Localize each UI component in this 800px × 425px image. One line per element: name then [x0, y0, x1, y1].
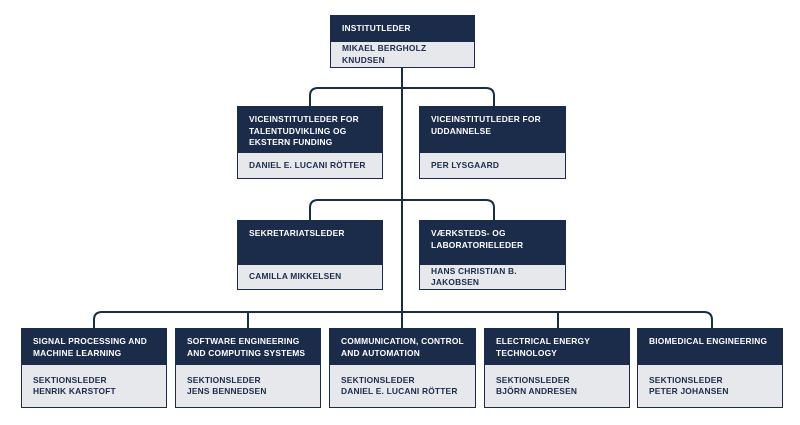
section-software-engineering-leader: SEKTIONSLEDER JENS BENNEDSEN [176, 365, 320, 407]
secretariat-box: SEKRETARIATSLEDER CAMILLA MIKKELSEN [237, 220, 383, 290]
section-biomedical-engineering-leader: SEKTIONSLEDER PETER JOHANSEN [638, 365, 782, 407]
section-software-engineering-box: SOFTWARE ENGINEERING AND COMPUTING SYSTE… [175, 328, 321, 408]
institutleder-name-text: MIKAEL BERGHOLZ KNUDSEN [342, 43, 427, 65]
vice-left-box: VICEINSTITUTLEDER FOR TALENTUDVIKLING OG… [237, 106, 383, 179]
workshop-box: VÆRKSTEDS- OG LABORATORIELEDER HANS CHRI… [419, 220, 566, 290]
section-leader-name: JENS BENNEDSEN [187, 386, 267, 396]
vice-left-name-text: DANIEL E. LUCANI RÖTTER [249, 159, 366, 170]
section-role: SEKTIONSLEDER [33, 374, 107, 385]
institutleder-box: INSTITUTLEDER MIKAEL BERGHOLZ KNUDSEN [330, 15, 475, 68]
institutleder-title: INSTITUTLEDER [331, 16, 474, 42]
vice-branch-line [309, 87, 495, 106]
sections-branch-line [93, 311, 713, 328]
institutleder-name: MIKAEL BERGHOLZ KNUDSEN [331, 42, 474, 67]
section-leader-name: DANIEL E. LUCANI RÖTTER [341, 386, 458, 396]
workshop-title: VÆRKSTEDS- OG LABORATORIELEDER [420, 221, 565, 265]
vice-right-title: VICEINSTITUTLEDER FOR UDDANNELSE [420, 107, 565, 153]
section-leader-name: HENRIK KARSTOFT [33, 386, 116, 396]
section-communication-control-box: COMMUNICATION, CONTROL AND AUTOMATION SE… [329, 328, 476, 408]
section-software-engineering-title: SOFTWARE ENGINEERING AND COMPUTING SYSTE… [176, 329, 320, 365]
section-signal-processing-box: SIGNAL PROCESSING AND MACHINE LEARNING S… [21, 328, 167, 408]
section-signal-processing-leader: SEKTIONSLEDER HENRIK KARSTOFT [22, 365, 166, 407]
section-role: SEKTIONSLEDER [496, 374, 570, 385]
section-biomedical-engineering-box: BIOMEDICAL ENGINEERING SEKTIONSLEDER PET… [637, 328, 783, 408]
section-communication-control-title: COMMUNICATION, CONTROL AND AUTOMATION [330, 329, 475, 365]
section-leader-name: BJÖRN ANDRESEN [496, 386, 578, 396]
section-electrical-energy-box: ELECTRICAL ENERGY TECHNOLOGY SEKTIONSLED… [484, 328, 630, 408]
secretariat-name-text: CAMILLA MIKKELSEN [249, 271, 342, 282]
section-role: SEKTIONSLEDER [187, 374, 261, 385]
workshop-name: HANS CHRISTIAN B. JAKOBSEN [420, 265, 565, 289]
section-electrical-energy-title: ELECTRICAL ENERGY TECHNOLOGY [485, 329, 629, 365]
section-role: SEKTIONSLEDER [649, 374, 723, 385]
vice-left-name: DANIEL E. LUCANI RÖTTER [238, 153, 382, 178]
vice-right-name-text: PER LYSGAARD [431, 159, 500, 170]
secretariat-name: CAMILLA MIKKELSEN [238, 265, 382, 289]
section-biomedical-engineering-title: BIOMEDICAL ENGINEERING [638, 329, 782, 365]
section-signal-processing-title: SIGNAL PROCESSING AND MACHINE LEARNING [22, 329, 166, 365]
section-communication-control-leader: SEKTIONSLEDER DANIEL E. LUCANI RÖTTER [330, 365, 475, 407]
vice-right-name: PER LYSGAARD [420, 153, 565, 178]
section-role: SEKTIONSLEDER [341, 374, 415, 385]
secretariat-title: SEKRETARIATSLEDER [238, 221, 382, 265]
section-leader-name: PETER JOHANSEN [649, 386, 729, 396]
vice-right-box: VICEINSTITUTLEDER FOR UDDANNELSE PER LYS… [419, 106, 566, 179]
vice-left-title: VICEINSTITUTLEDER FOR TALENTUDVIKLING OG… [238, 107, 382, 153]
section-electrical-energy-leader: SEKTIONSLEDER BJÖRN ANDRESEN [485, 365, 629, 407]
workshop-name-text: HANS CHRISTIAN B. JAKOBSEN [431, 265, 517, 288]
secretariat-branch-line [309, 199, 495, 220]
